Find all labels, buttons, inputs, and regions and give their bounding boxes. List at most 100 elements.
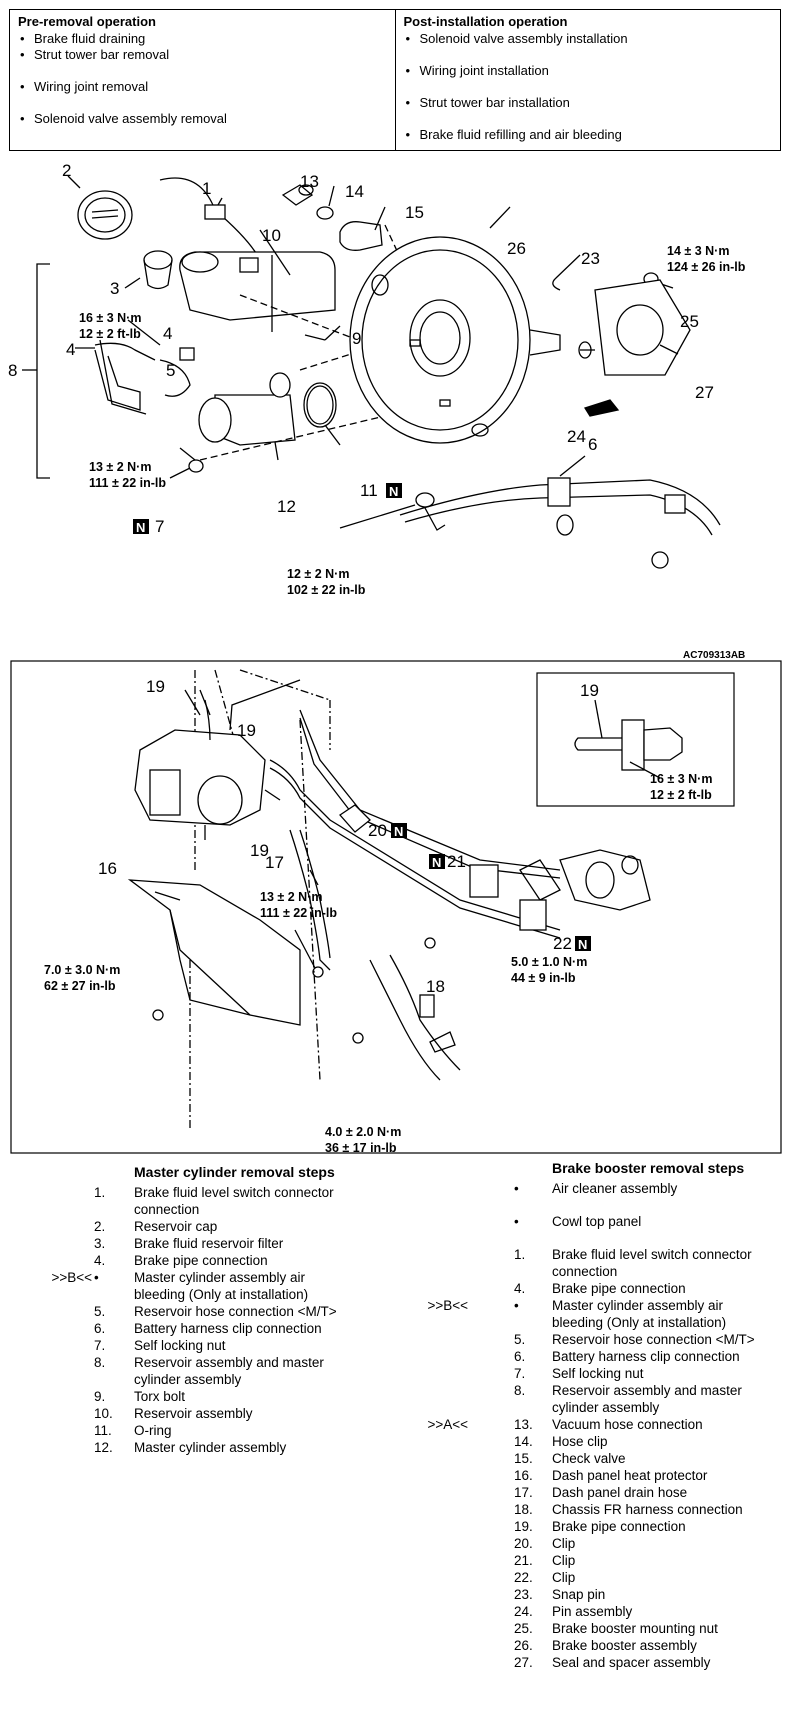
step-text: Cowl top panel (552, 1214, 642, 1229)
torque-nm: 13 ± 2 N·m (89, 460, 151, 474)
callout-4: 4 (66, 340, 75, 359)
step-item: •Air cleaner assembly (446, 1180, 786, 1197)
step-text: Torx bolt (134, 1389, 186, 1404)
step-text: Brake pipe connection (552, 1281, 686, 1296)
pre-removal-column: Pre-removal operation Brake fluid draini… (10, 10, 395, 150)
callout-20: 20 (368, 821, 387, 840)
step-number: 19. (514, 1519, 533, 1534)
step-marker: >>B<< (427, 1298, 468, 1313)
step-text: Reservoir hose connection <M/T> (134, 1304, 337, 1319)
step-item: 5.Reservoir hose connection <M/T> (36, 1303, 396, 1320)
callout-19: 19 (146, 677, 165, 696)
step-item: 14.Hose clip (446, 1433, 786, 1450)
step-number: 8. (94, 1355, 106, 1370)
step-text: Clip (552, 1553, 576, 1568)
list-item: Wiring joint installation (404, 63, 773, 95)
torque-ftlb: 12 ± 2 ft-lb (650, 788, 712, 802)
post-installation-heading: Post-installation operation (403, 14, 568, 29)
step-text: Chassis FR harness connection (552, 1502, 743, 1517)
step-text: Reservoir assembly (134, 1406, 253, 1421)
operation-table: Pre-removal operation Brake fluid draini… (9, 9, 781, 151)
step-item: 12. Master cylinder assembly (36, 1439, 396, 1456)
svg-text:N: N (136, 520, 145, 535)
torque-nm: 7.0 ± 3.0 N·m (44, 963, 120, 977)
step-number: 5. (514, 1332, 526, 1347)
torque-ftlb: 12 ± 2 ft-lb (79, 327, 141, 341)
step-item: 18.Chassis FR harness connection (446, 1501, 786, 1518)
step-number: 9. (94, 1389, 106, 1404)
step-text: Battery harness clip connection (134, 1321, 322, 1336)
callout-2: 2 (62, 161, 71, 180)
list-item: Strut tower bar removal (18, 47, 387, 79)
step-item: 4.Brake pipe connection (36, 1252, 396, 1269)
callout-19: 19 (250, 841, 269, 860)
step-number: 6. (94, 1321, 106, 1336)
step-text: Reservoir cap (134, 1219, 218, 1234)
callout-9: 9 (352, 329, 361, 348)
brake-pipe-diagram: 19 19 19 19 16 17 18 20 21 22 N N N 16 ±… (10, 660, 782, 1155)
list-item: Solenoid valve assembly installation (404, 31, 773, 63)
callout-22: 22 (553, 934, 572, 953)
step-text: Master cylinder assembly (134, 1440, 287, 1455)
step-item: 3.Brake fluid reservoir filter (36, 1235, 396, 1252)
step-marker: >>B<< (51, 1270, 92, 1285)
torque-nm: 13 ± 2 N·m (260, 890, 322, 904)
step-text: Dash panel drain hose (552, 1485, 688, 1500)
callout-3: 3 (110, 279, 119, 298)
step-number: 16. (514, 1468, 533, 1483)
step-item: 23.Snap pin (446, 1586, 786, 1603)
step-number: 4. (514, 1281, 526, 1296)
step-number: 20. (514, 1536, 533, 1551)
booster-steps-title: Brake booster removal steps (552, 1160, 745, 1176)
step-item: 7. Self locking nut (446, 1365, 786, 1382)
callout-7: 7 (155, 517, 164, 536)
post-installation-list: Solenoid valve assembly installation Wir… (404, 31, 773, 143)
torque-nm: 5.0 ± 1.0 N·m (511, 955, 587, 969)
torque-nm: 12 ± 2 N·m (287, 567, 349, 581)
list-item: Brake fluid draining (18, 31, 387, 47)
step-number: 27. (514, 1655, 533, 1670)
step-number: 8. (514, 1383, 526, 1398)
step-number: 22. (514, 1570, 533, 1585)
callout-25: 25 (680, 312, 699, 331)
torque-nm: 16 ± 3 N·m (650, 772, 712, 786)
step-marker: >>A<< (427, 1417, 468, 1432)
step-text: O-ring (134, 1423, 172, 1438)
step-item: 27.Seal and spacer assembly (446, 1654, 786, 1671)
callout-17: 17 (265, 853, 284, 872)
step-text: Brake fluid reservoir filter (134, 1236, 284, 1251)
step-number: 24. (514, 1604, 533, 1619)
step-item: >>A<<13.Vacuum hose connection (427, 1416, 786, 1433)
callout-4: 4 (163, 324, 172, 343)
step-number: 1. (94, 1185, 106, 1200)
step-number: • (94, 1270, 99, 1285)
brake-booster-removal-steps: Brake booster removal steps •Air cleaner… (427, 1160, 786, 1671)
step-number: • (514, 1214, 519, 1229)
step-text: Brake booster mounting nut (552, 1621, 718, 1636)
inset-callout-19: 19 (580, 681, 599, 700)
step-item: 19. Brake pipe connection (446, 1518, 786, 1535)
step-text: Clip (552, 1536, 576, 1551)
step-number: 15. (514, 1451, 533, 1466)
step-item: 11.O-ring (36, 1422, 396, 1439)
torque-inlb: 44 ± 9 in-lb (511, 971, 576, 985)
master-cylinder-removal-steps: Master cylinder removal steps 1. Brake fl… (36, 1164, 396, 1456)
post-installation-column: Post-installation operation Solenoid val… (394, 10, 781, 150)
step-number: 7. (514, 1366, 526, 1381)
list-item: Brake fluid refilling and air bleeding (404, 127, 773, 143)
step-number: 12. (94, 1440, 113, 1455)
step-text: Brake pipe connection (552, 1519, 686, 1534)
step-item: 20. Clip (446, 1535, 786, 1552)
step-item: 6. Battery harness clip connection (36, 1320, 396, 1337)
step-text: Self locking nut (552, 1366, 644, 1381)
step-number: 17. (514, 1485, 533, 1500)
master-steps-title: Master cylinder removal steps (134, 1164, 335, 1180)
step-item: 26.Brake booster assembly (446, 1637, 786, 1654)
step-number: 14. (514, 1434, 533, 1449)
